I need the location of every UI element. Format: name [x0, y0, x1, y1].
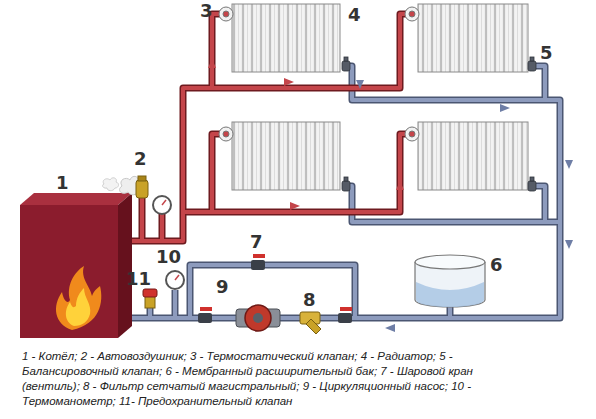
pressure-gauge	[153, 196, 171, 214]
thermostatic-valve	[219, 7, 419, 141]
callout-number: 3	[200, 2, 213, 20]
expansion-tank	[415, 255, 485, 307]
flow-arrow	[208, 59, 404, 210]
thermomanometer	[166, 271, 184, 289]
boiler	[20, 193, 132, 338]
callout-number: 7	[250, 233, 263, 251]
callout-number: 10	[156, 248, 181, 266]
radiator	[232, 4, 528, 190]
callout-number: 11	[126, 270, 151, 288]
circulation-pump	[236, 305, 280, 331]
balancing-valve	[342, 57, 536, 191]
callout-number: 1	[56, 174, 69, 192]
callout-number: 5	[540, 44, 553, 62]
callout-number: 2	[134, 150, 147, 168]
caption-text: 1 - Котёл; 2 - Автовоздушник; 3 - Термос…	[22, 349, 514, 409]
callout-number: 6	[490, 256, 503, 274]
strainer-filter	[300, 312, 321, 334]
callout-number: 9	[216, 278, 229, 296]
flow-arrow	[356, 80, 573, 332]
air-vent	[103, 176, 148, 198]
callout-number: 8	[303, 291, 316, 309]
safety-valve	[143, 289, 157, 308]
callout-number: 4	[348, 6, 361, 24]
